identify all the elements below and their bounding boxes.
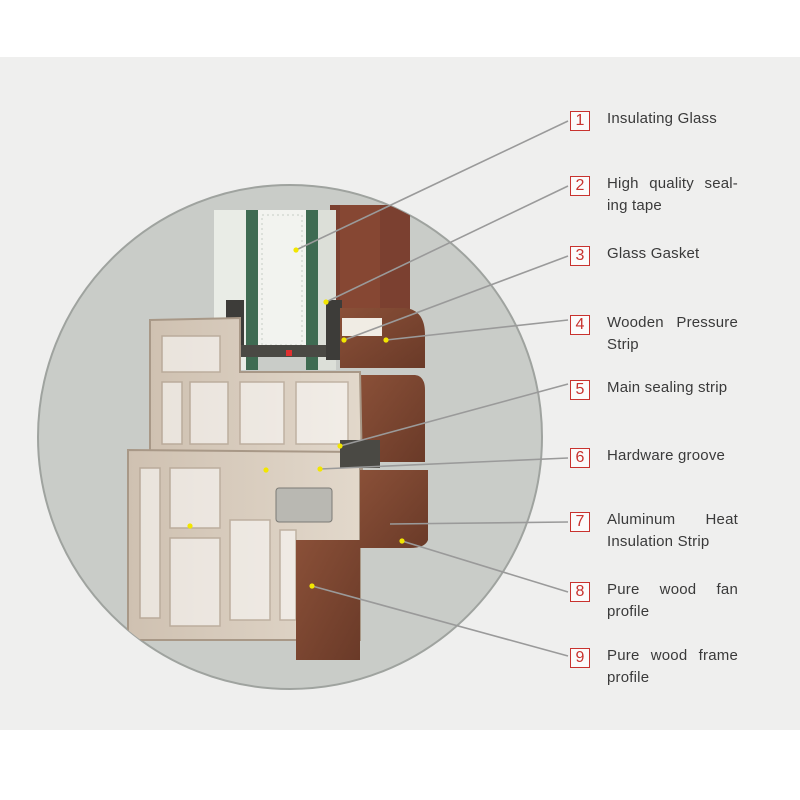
callout-label: Glass Gasket (607, 245, 700, 262)
marker-dot-9 (309, 583, 315, 589)
callout-label: Insulating Glass (607, 110, 717, 127)
callout-number: 1 (570, 111, 590, 131)
marker-dot-1 (293, 247, 299, 253)
callout-label: Main sealing strip (607, 379, 728, 396)
callout-number: 2 (570, 176, 590, 196)
callout-number: 4 (570, 315, 590, 335)
wooden-pressure-strip (340, 308, 425, 368)
marker-dot-3 (341, 337, 347, 343)
wood-frame-profile (296, 540, 360, 660)
marker-dot-7 (187, 523, 193, 529)
marker-dot-6 (317, 466, 323, 472)
marker-dot-6b (263, 467, 269, 473)
marker-dot-4 (383, 337, 389, 343)
leader-lines (295, 120, 569, 657)
callout-label: Aluminum Heat Insulation Strip (607, 511, 738, 550)
callout-label: Pure wood fan profile (607, 581, 738, 620)
callout-label: Pure wood frame profile (607, 647, 738, 686)
marker-dot-8 (399, 538, 405, 544)
callout-number: 3 (570, 246, 590, 266)
callout-label: High quality seal-ing tape (607, 175, 738, 214)
callout-number: 5 (570, 380, 590, 400)
callout-number: 9 (570, 648, 590, 668)
callout-number: 6 (570, 448, 590, 468)
marker-dots (187, 247, 405, 589)
callout-number: 7 (570, 512, 590, 532)
red-marker (286, 350, 292, 356)
callout-number: 8 (570, 582, 590, 602)
callout-label: Wooden Pressure Strip (607, 314, 738, 353)
callout-label: Hardware groove (607, 447, 726, 464)
marker-dot-2 (323, 299, 329, 305)
marker-dot-5 (337, 443, 343, 449)
wood-fan-profile (360, 470, 428, 548)
hardware-groove (275, 487, 333, 523)
